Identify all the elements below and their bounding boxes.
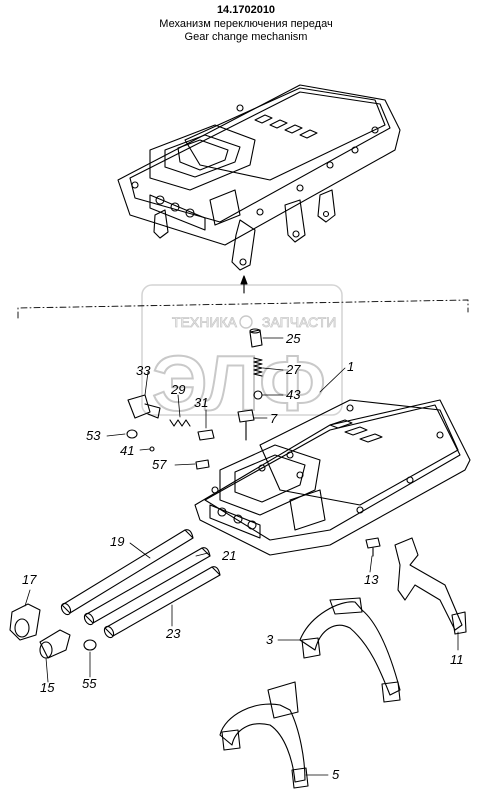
callout-27: 27 — [285, 362, 301, 377]
callout-25: 25 — [285, 331, 301, 346]
part-33-switch — [127, 394, 161, 419]
callout-5: 5 — [332, 767, 340, 782]
watermark-text-left: ТЕХНИКА — [172, 314, 238, 330]
explosion-frame — [17, 299, 469, 319]
callout-53: 53 — [86, 428, 101, 443]
callout-31: 31 — [194, 395, 208, 410]
callout-43: 43 — [286, 387, 301, 402]
title-russian: Механизм переключения передач — [159, 18, 333, 30]
callout-29: 29 — [170, 382, 185, 397]
callout-13: 13 — [364, 572, 379, 587]
part-55-nut — [83, 639, 97, 651]
top-assembly — [117, 84, 401, 271]
watermark-frame — [141, 284, 343, 416]
shift-rods — [60, 529, 221, 639]
drawing-code: 14.1702010 — [216, 4, 276, 16]
part-3-fork — [299, 597, 401, 703]
callout-57: 57 — [152, 457, 167, 472]
part-57-pin — [195, 459, 210, 470]
callout-33: 33 — [136, 363, 151, 378]
part-5-fork — [219, 681, 309, 789]
callout-3: 3 — [266, 632, 274, 647]
callout-11: 11 — [450, 652, 464, 667]
part-13-bolt — [365, 537, 381, 557]
part-29-spring — [169, 419, 191, 427]
watermark: ТЕХНИКА ЗАПЧАСТИ ЭЛФ — [141, 284, 343, 428]
part-11-fork — [394, 537, 467, 635]
title-english: Gear change mechanism — [184, 31, 308, 43]
callout-15: 15 — [40, 680, 55, 695]
part-27-spring — [253, 357, 263, 377]
callout-7: 7 — [270, 411, 278, 426]
callout-21: 21 — [221, 548, 236, 563]
leader-lines — [24, 337, 459, 776]
callout-labels: 25 1 33 27 29 43 31 7 53 41 57 19 21 13 … — [22, 331, 464, 782]
part-15-lever — [39, 629, 71, 659]
callout-17: 17 — [22, 572, 37, 587]
part-53-ring — [126, 429, 138, 439]
part-41-ball — [149, 446, 155, 452]
part-31-pin — [197, 429, 215, 441]
callout-19: 19 — [110, 534, 124, 549]
part-25-plug — [249, 328, 263, 348]
part-17-lever — [9, 603, 41, 641]
watermark-big: ЭЛФ — [152, 339, 326, 427]
gear-icon — [239, 315, 253, 329]
cover-assembly — [194, 399, 471, 556]
part-7-bolt — [237, 409, 255, 441]
callout-23: 23 — [165, 626, 181, 641]
watermark-text-right: ЗАПЧАСТИ — [262, 314, 336, 330]
callout-55: 55 — [82, 676, 97, 691]
exploded-arrow — [240, 275, 248, 294]
callout-41: 41 — [120, 443, 134, 458]
callout-1: 1 — [347, 359, 354, 374]
